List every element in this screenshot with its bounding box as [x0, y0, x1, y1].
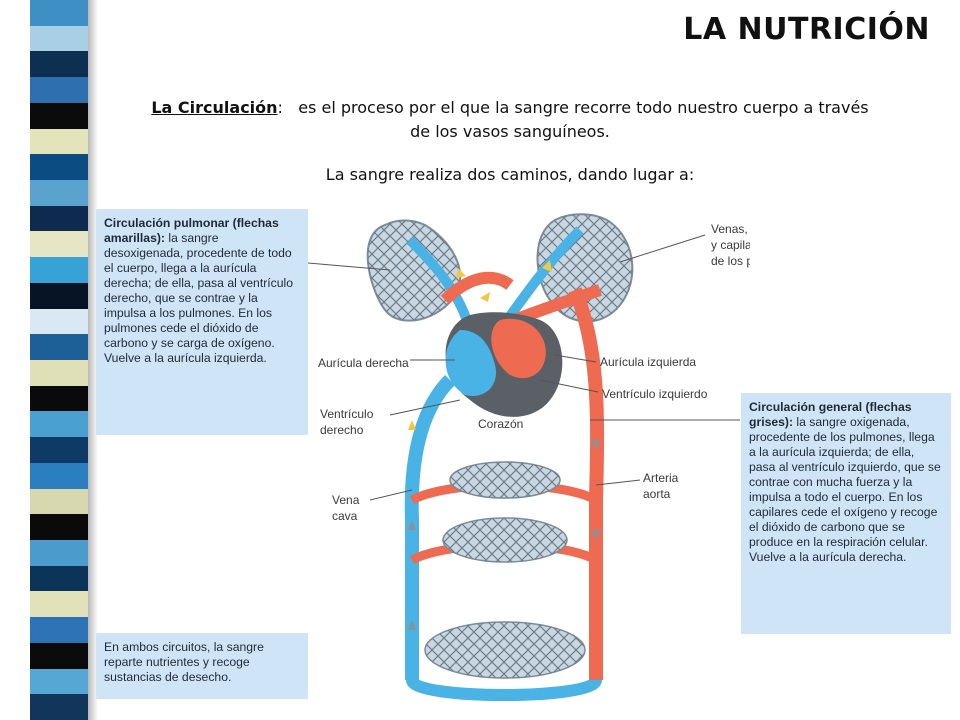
label-venas-1: Venas, arterias: [711, 222, 750, 236]
stripe-segment: [30, 385, 88, 412]
subline-text: La sangre realiza dos caminos, dando lug…: [325, 165, 695, 184]
stripe-shadow: [88, 0, 98, 720]
heart: [445, 312, 563, 417]
pulmonary-heading: Circulación pulmonar (flechas amarillas)…: [104, 216, 279, 245]
left-lung: [366, 219, 462, 322]
stripe-segment: [30, 102, 88, 129]
stripe-segment: [30, 257, 88, 284]
right-lung: [536, 213, 634, 323]
stripe-segment: [30, 51, 88, 78]
stripe-segment: [30, 488, 88, 515]
page-title: LA NUTRICIÓN: [683, 12, 930, 47]
general-body: la sangre oxigenada, procedente de los p…: [749, 415, 941, 564]
stripe-segment: [30, 642, 88, 669]
stripe-segment: [30, 411, 88, 438]
stripe-segment: [30, 282, 88, 309]
label-ventriculo-derecho-2: derecho: [320, 423, 364, 437]
stripe-segment: [30, 0, 88, 26]
stripe-segment: [30, 668, 88, 695]
both-circuits-box: En ambos circuitos, la sangre reparte nu…: [96, 633, 308, 699]
intro-definition: es el proceso por el que la sangre recor…: [298, 98, 869, 141]
stripe-segment: [30, 360, 88, 386]
capillary-beds: [424, 461, 586, 679]
stripe-segment: [30, 617, 88, 644]
pulmonary-body: la sangre desoxigenada, procedente de to…: [104, 231, 294, 365]
intro-term: La Circulación: [151, 98, 278, 117]
general-heading: Circulación general (flechas grises):: [749, 400, 912, 429]
stripe-segment: [30, 591, 88, 618]
label-vena-2: cava: [332, 509, 358, 523]
pulmonary-circulation-box: Circulación pulmonar (flechas amarillas)…: [96, 209, 308, 435]
stripe-segment: [30, 77, 88, 104]
stripe-segment: [30, 540, 88, 566]
stripe-segment: [30, 25, 88, 52]
stripe-segment: [30, 180, 88, 206]
stripe-segment: [30, 694, 88, 720]
leader-lines: [307, 234, 740, 501]
intro-text: La Circulación: es el proceso por el que…: [140, 96, 880, 144]
stripe-segment: [30, 462, 88, 489]
decorative-stripe: [30, 0, 88, 720]
both-circuits-text: En ambos circuitos, la sangre reparte nu…: [104, 640, 264, 684]
stripe-segment: [30, 565, 88, 592]
flow-arrows: [408, 260, 600, 630]
stripe-segment: [30, 154, 88, 181]
label-ventriculo-izquierdo: Ventrículo izquierdo: [602, 387, 708, 401]
intro-colon: :: [277, 98, 283, 117]
label-corazon: Corazón: [478, 417, 523, 431]
stripe-segment: [30, 514, 88, 541]
stripe-segment: [30, 205, 88, 232]
stripe-segment: [30, 231, 88, 258]
label-arteria-1: Arteria: [643, 471, 679, 485]
general-circulation-box: Circulación general (flechas grises): la…: [741, 393, 951, 634]
stripe-segment: [30, 437, 88, 464]
stripe-segment: [30, 308, 88, 335]
label-auricula-izquierda: Aurícula izquierda: [600, 355, 696, 369]
label-ventriculo-derecho-1: Ventrículo: [320, 407, 374, 421]
label-venas-2: y capilares: [711, 238, 750, 252]
label-venas-3: de los pulmones: [711, 254, 750, 268]
label-arteria-2: aorta: [643, 487, 671, 501]
label-auricula-derecha: Aurícula derecha: [318, 356, 409, 370]
label-vena-1: Vena: [332, 493, 360, 507]
stripe-segment: [30, 334, 88, 361]
circulation-diagram: Venas, arterias y capilares de los pulmo…: [307, 213, 750, 701]
stripe-segment: [30, 128, 88, 155]
